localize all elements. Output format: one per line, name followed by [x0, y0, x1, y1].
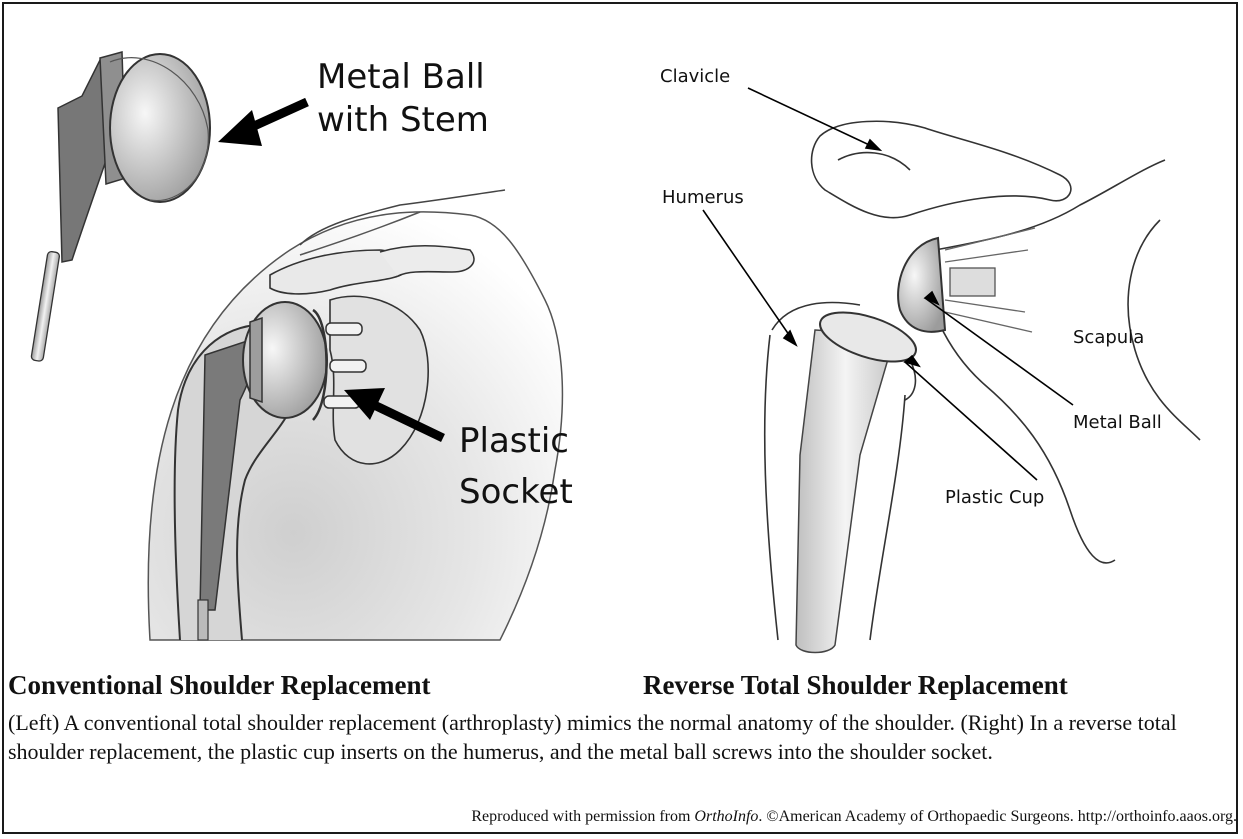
credit-suffix: . ©American Academy of Orthopaedic Surge… [758, 808, 1237, 825]
figure-artwork: Metal Ball with Stem Plastic Socket [0, 0, 1243, 700]
humerus-stem [796, 330, 895, 653]
label-clavicle: Clavicle [660, 66, 730, 87]
label-metal-ball-with-stem: Metal Ball [317, 57, 485, 97]
label-metal-ball-with-stem-line2: with Stem [317, 100, 489, 140]
credit-line: Reproduced with permission from OrthoInf… [471, 808, 1237, 826]
label-scapula: Scapula [1073, 327, 1144, 348]
label-metal-ball: Metal Ball [1073, 412, 1162, 433]
label-humerus: Humerus [662, 187, 744, 208]
caption-body: (Left) A conventional total shoulder rep… [8, 708, 1178, 766]
label-plastic-socket: Plastic [459, 421, 569, 461]
reverse-shoulder-illustration [703, 88, 1200, 653]
metal-ball-with-stem-implant [31, 52, 210, 362]
conventional-shoulder-illustration: Metal Ball with Stem Plastic Socket [31, 52, 573, 640]
caption-right-title: Reverse Total Shoulder Replacement [643, 670, 1068, 701]
credit-prefix: Reproduced with permission from [471, 808, 694, 825]
metal-ball-implant [898, 238, 945, 332]
credit-source: OrthoInfo [694, 808, 758, 825]
label-plastic-socket-line2: Socket [459, 472, 573, 512]
glenoid-screws [945, 228, 1035, 332]
caption-left-title: Conventional Shoulder Replacement [8, 670, 431, 701]
label-plastic-cup: Plastic Cup [945, 487, 1044, 508]
